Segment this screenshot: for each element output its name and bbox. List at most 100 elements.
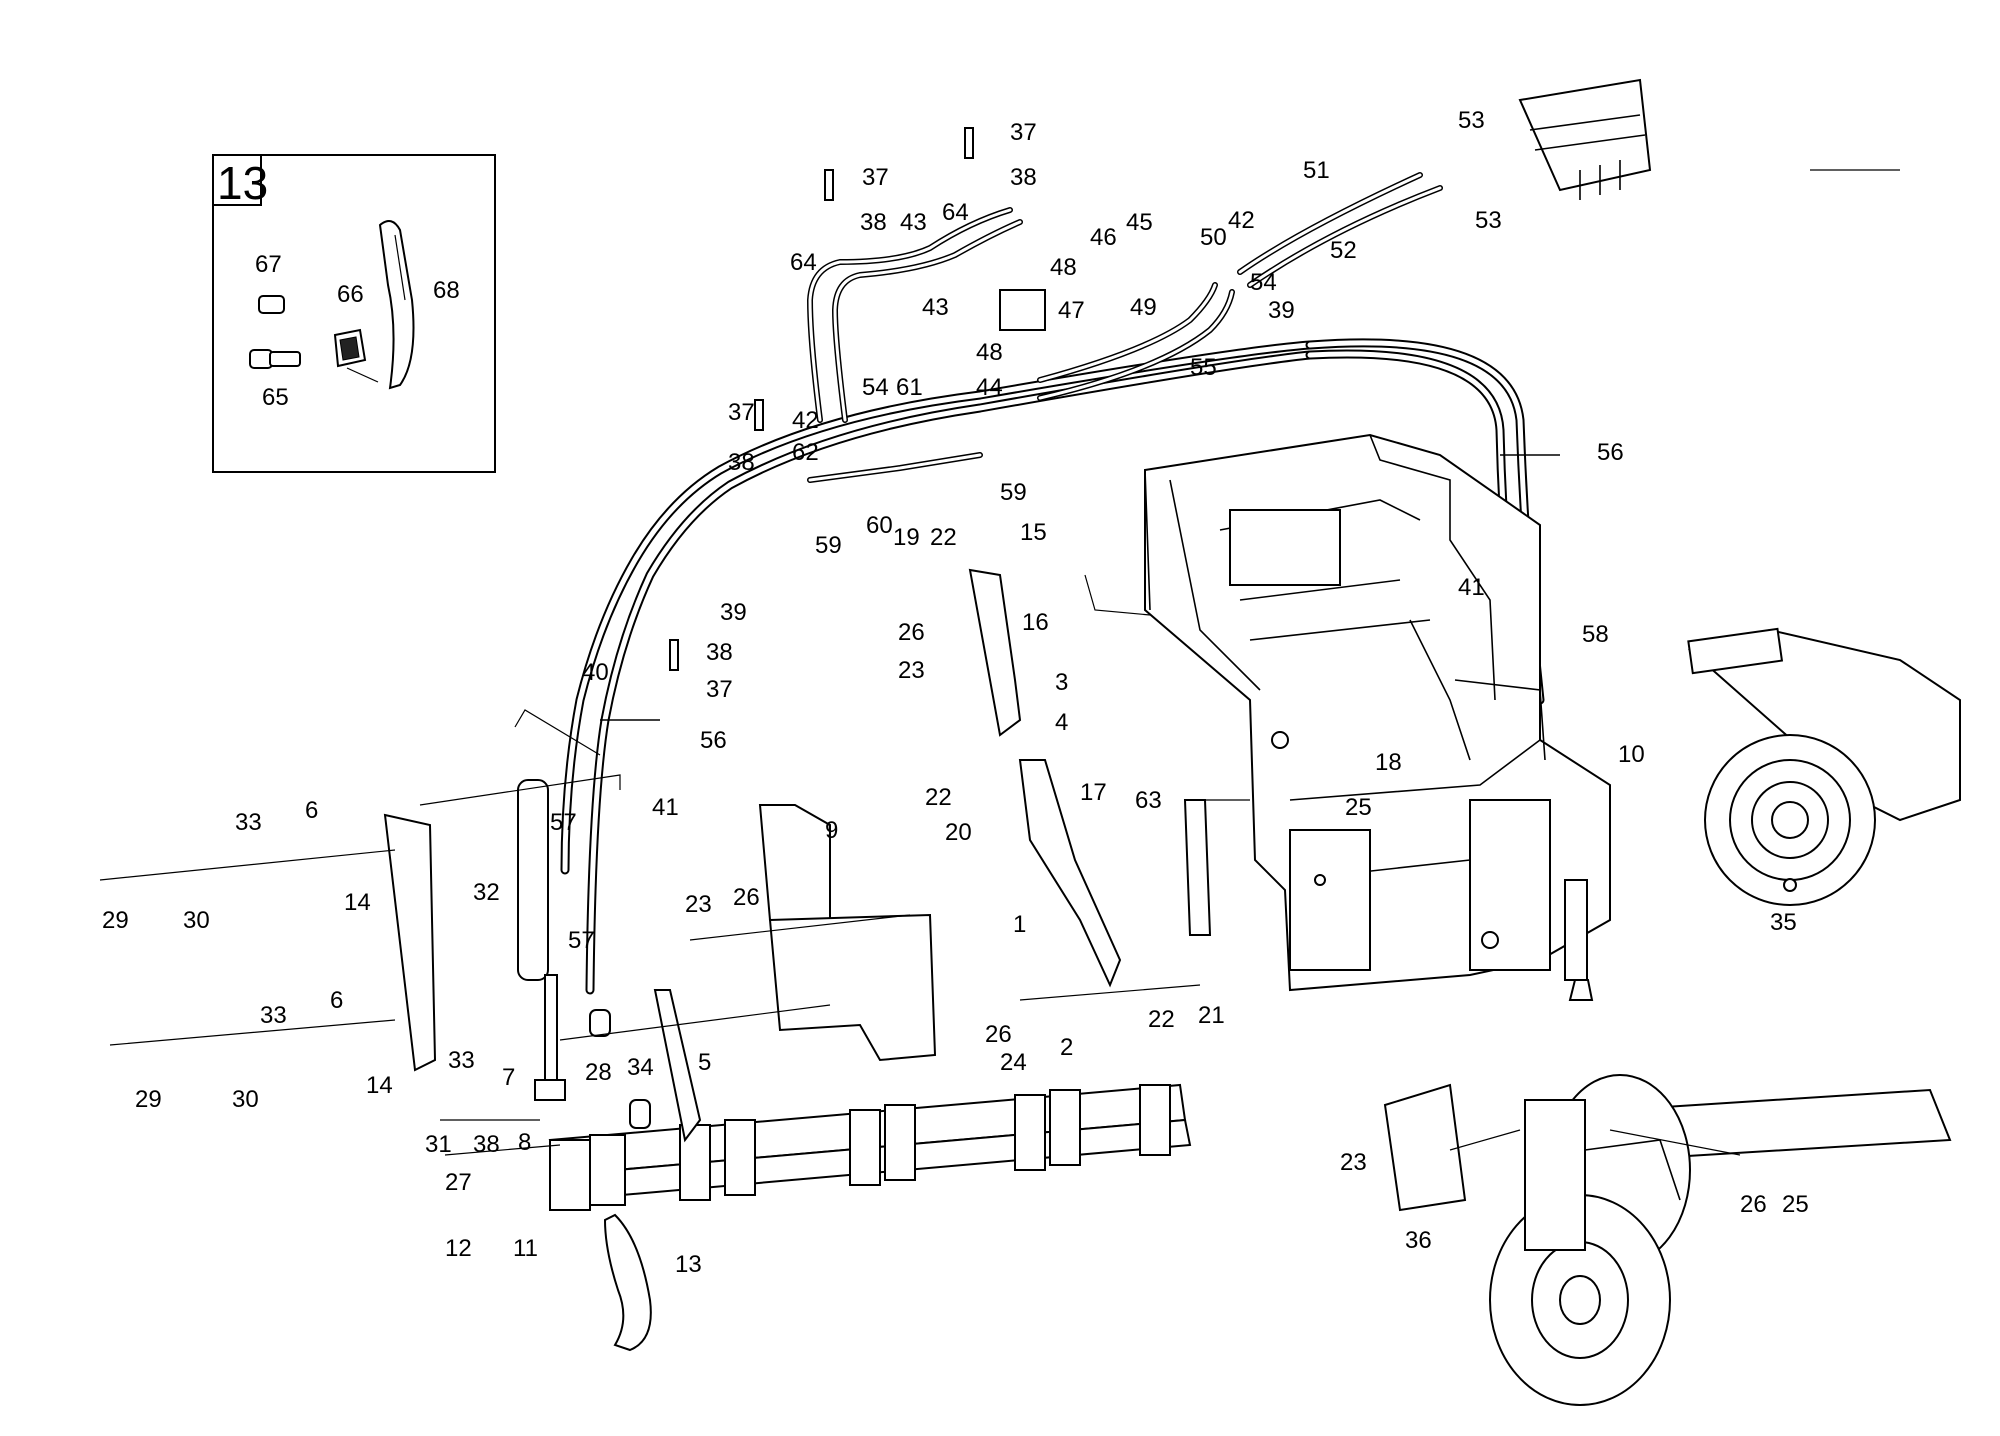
callout: 47 [1058,297,1085,324]
cylinder-and-plates [383,568,1212,1101]
callout: 54 [1250,269,1277,296]
callout: 34 [627,1054,654,1081]
main-frame [1144,433,1611,1001]
callout: 26 [985,1021,1012,1048]
callout: 53 [1475,207,1502,234]
callout: 38 [706,639,733,666]
callout: 6 [330,987,343,1014]
callout: 58 [1582,621,1609,648]
callout: 8 [518,1129,531,1156]
callout: 59 [815,532,842,559]
callout: 57 [550,809,577,836]
callout: 28 [585,1059,612,1086]
callout: 22 [930,524,957,551]
callout: 31 [425,1131,452,1158]
callout: 9 [825,817,838,844]
callout: 3 [1055,669,1068,696]
callout: 18 [1375,749,1402,776]
callout: 39 [1268,297,1295,324]
callout: 20 [945,819,972,846]
callout: 26 [898,619,925,646]
fittings [600,127,1560,721]
callout: 65 [262,384,289,411]
callout: 67 [255,251,282,278]
callout: 19 [893,524,920,551]
callout: 29 [102,907,129,934]
callout: 24 [1000,1049,1027,1076]
callout: 13 [675,1251,702,1278]
callout: 46 [1090,224,1117,251]
callout: 4 [1055,709,1068,736]
callout: 48 [1050,254,1077,281]
callout: 37 [862,164,889,191]
callout: 38 [728,449,755,476]
callout: 41 [1458,574,1485,601]
callout: 39 [720,599,747,626]
callout: 33 [235,809,262,836]
callout: 41 [652,794,679,821]
callout: 64 [790,249,817,276]
callout: 43 [900,209,927,236]
callout: 40 [582,659,609,686]
inset-title: 13 [217,157,268,209]
wheel-hub [1687,627,1961,906]
callout: 50 [1200,224,1227,251]
callout: 10 [1618,741,1645,768]
callout: 42 [1228,207,1255,234]
wheel-assembly [1383,1074,1952,1406]
callout: 42 [792,407,819,434]
callout: 60 [866,512,893,539]
valve-bank [1518,78,1652,200]
callout: 7 [502,1064,515,1091]
callout: 57 [568,927,595,954]
callout: 56 [1597,439,1624,466]
callout: 37 [1010,119,1037,146]
callout: 29 [135,1086,162,1113]
callout: 68 [433,277,460,304]
callout: 54 [862,374,889,401]
callout: 48 [976,339,1003,366]
callout: 36 [1405,1227,1432,1254]
callout: 1 [1013,911,1026,938]
callout: 51 [1303,157,1330,184]
callout: 64 [942,199,969,226]
callout: 56 [700,727,727,754]
callout: 23 [1340,1149,1367,1176]
callout: 62 [792,439,819,466]
callout: 55 [1190,354,1217,381]
callout: 6 [305,797,318,824]
callout: 53 [1458,107,1485,134]
callout: 44 [976,374,1003,401]
leader-lines [99,169,1900,1156]
callout: 16 [1022,609,1049,636]
callout: 2 [1060,1034,1073,1061]
callout: 59 [1000,479,1027,506]
toolbar-assembly [548,989,1192,1352]
inset-detail-13: 13 [212,154,496,473]
callout: 26 [733,884,760,911]
callout: 26 [1740,1191,1767,1218]
callout: 33 [260,1002,287,1029]
callout: 66 [337,281,364,308]
callout: 33 [448,1047,475,1074]
callout: 38 [860,209,887,236]
callout: 37 [706,676,733,703]
callout: 49 [1130,294,1157,321]
callout: 30 [232,1086,259,1113]
callout: 25 [1782,1191,1809,1218]
callout: 43 [922,294,949,321]
callout: 15 [1020,519,1047,546]
callout: 45 [1126,209,1153,236]
callout: 25 [1345,794,1372,821]
callout: 63 [1135,787,1162,814]
callout: 38 [473,1131,500,1158]
callout: 52 [1330,237,1357,264]
callout: 30 [183,907,210,934]
callout: 12 [445,1235,472,1262]
callout: 27 [445,1169,472,1196]
callout: 22 [925,784,952,811]
callout: 38 [1010,164,1037,191]
callout: 14 [344,889,371,916]
callout: 5 [698,1049,711,1076]
